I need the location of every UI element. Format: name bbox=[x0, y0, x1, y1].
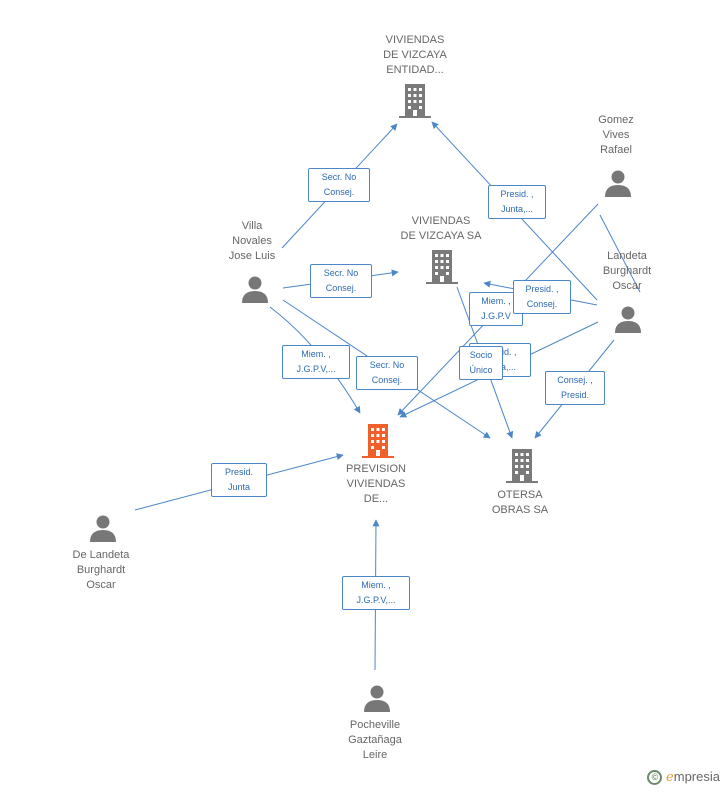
node-label-pocheville[interactable]: Pocheville Gaztañaga Leire bbox=[348, 719, 402, 761]
node-label-vizcaya-entidad[interactable]: VIVIENDAS DE VIZCAYA ENTIDAD... bbox=[383, 34, 447, 76]
brand-name: mpresia bbox=[673, 768, 720, 784]
node-label-delandeta[interactable]: De Landeta Burghardt Oscar bbox=[72, 549, 130, 591]
person-icon[interactable] bbox=[241, 275, 269, 303]
person-icon[interactable] bbox=[363, 684, 391, 712]
relation-label[interactable]: Presid. ,Junta,... bbox=[488, 185, 546, 219]
empresia-logo[interactable]: © empresia bbox=[647, 769, 720, 785]
node-label-vizcaya-sa[interactable]: VIVIENDAS DE VIZCAYA SA bbox=[400, 215, 482, 242]
node-label-villa[interactable]: Villa Novales Jose Luis bbox=[228, 220, 276, 262]
relation-label[interactable]: Consej. ,Presid. bbox=[545, 371, 605, 405]
building-icon[interactable] bbox=[426, 250, 458, 284]
building-icon[interactable] bbox=[362, 424, 394, 458]
brand-e: e bbox=[666, 769, 674, 785]
node-label-prevision[interactable]: PREVISION VIVIENDAS DE... bbox=[346, 463, 406, 505]
edge-gomez-otersa bbox=[599, 214, 641, 293]
building-icon[interactable] bbox=[506, 449, 538, 483]
node-label-gomez[interactable]: Gomez Vives Rafael bbox=[598, 114, 634, 156]
node-label-landeta[interactable]: Landeta Burghardt Oscar bbox=[602, 250, 652, 292]
person-icon[interactable] bbox=[614, 305, 642, 333]
relation-label[interactable]: Miem. ,J.G.P.V,... bbox=[282, 345, 350, 379]
relation-label[interactable]: Miem. ,J.G.P.V,... bbox=[342, 576, 410, 610]
copyright-icon: © bbox=[647, 770, 663, 785]
person-icon[interactable] bbox=[89, 514, 117, 542]
person-icon[interactable] bbox=[604, 169, 632, 197]
relation-label[interactable]: Presid.Junta bbox=[211, 463, 267, 497]
node-label-otersa[interactable]: OTERSA OBRAS SA bbox=[491, 489, 549, 516]
relation-label[interactable]: Presid. ,Consej. bbox=[513, 280, 571, 314]
building-icon[interactable] bbox=[399, 84, 431, 118]
